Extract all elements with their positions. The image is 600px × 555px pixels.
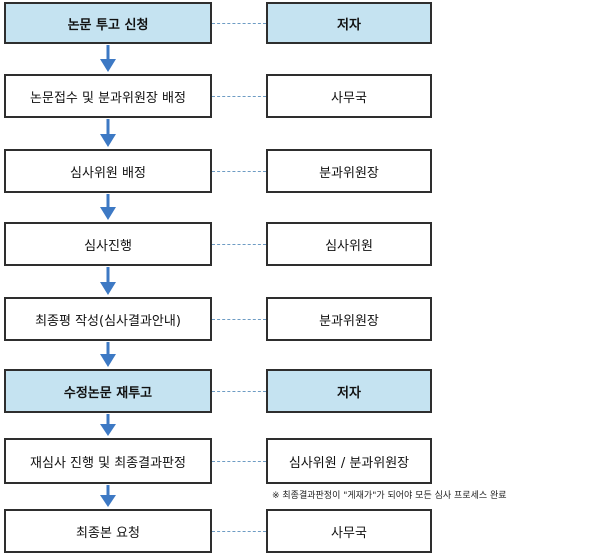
arrow-down-icon [100,119,116,147]
role-label: 저자 [337,385,361,401]
connector-line [212,171,266,172]
role-label: 심사위원 / 분과위원장 [288,455,410,471]
step-box-submission: 논문 투고 신청 [4,2,212,44]
arrow-down-icon [100,414,116,436]
step-box-final-request: 최종본 요청 [4,509,212,553]
step-label: 심사위원 배정 [70,165,146,181]
step-box-receipt: 논문접수 및 분과위원장 배정 [4,74,212,118]
step-label: 최종본 요청 [76,525,140,541]
footnote: ※ 최종결과판정이 "게재가"가 되어야 모든 심사 프로세스 완료 [272,491,507,501]
connector-line [212,244,266,245]
role-box-secretariat: 사무국 [266,509,432,553]
role-label: 사무국 [331,90,367,106]
connector-line [212,531,266,532]
role-label: 사무국 [331,525,367,541]
role-label: 심사위원 [325,238,373,254]
role-label: 분과위원장 [319,165,379,181]
role-box-reviewer: 심사위원 [266,222,432,266]
step-label: 최종평 작성(심사결과안내) [35,313,181,329]
arrow-down-icon [100,267,116,295]
role-box-division-chair: 분과위원장 [266,149,432,193]
step-box-review: 심사진행 [4,222,212,266]
connector-line [212,96,266,97]
step-box-re-review: 재심사 진행 및 최종결과판정 [4,438,212,484]
role-box-division-chair: 분과위원장 [266,297,432,341]
arrow-down-icon [100,194,116,220]
role-box-author: 저자 [266,369,432,413]
step-box-final-review: 최종평 작성(심사결과안내) [4,297,212,341]
role-label: 저자 [337,17,361,33]
connector-line [212,319,266,320]
role-box-secretariat: 사무국 [266,74,432,118]
connector-line [212,461,266,462]
step-box-reviewer-assign: 심사위원 배정 [4,149,212,193]
arrow-down-icon [100,342,116,367]
arrow-down-icon [100,45,116,72]
connector-line [212,23,266,24]
step-box-resubmission: 수정논문 재투고 [4,369,212,413]
step-label: 논문접수 및 분과위원장 배정 [30,90,186,106]
step-label: 심사진행 [84,238,132,254]
role-box-author: 저자 [266,2,432,44]
step-label: 재심사 진행 및 최종결과판정 [30,455,186,471]
connector-line [212,391,266,392]
step-label: 수정논문 재투고 [63,385,153,401]
arrow-down-icon [100,485,116,507]
role-label: 분과위원장 [319,313,379,329]
step-label: 논문 투고 신청 [67,17,149,33]
role-box-reviewer-and-chair: 심사위원 / 분과위원장 [266,438,432,484]
